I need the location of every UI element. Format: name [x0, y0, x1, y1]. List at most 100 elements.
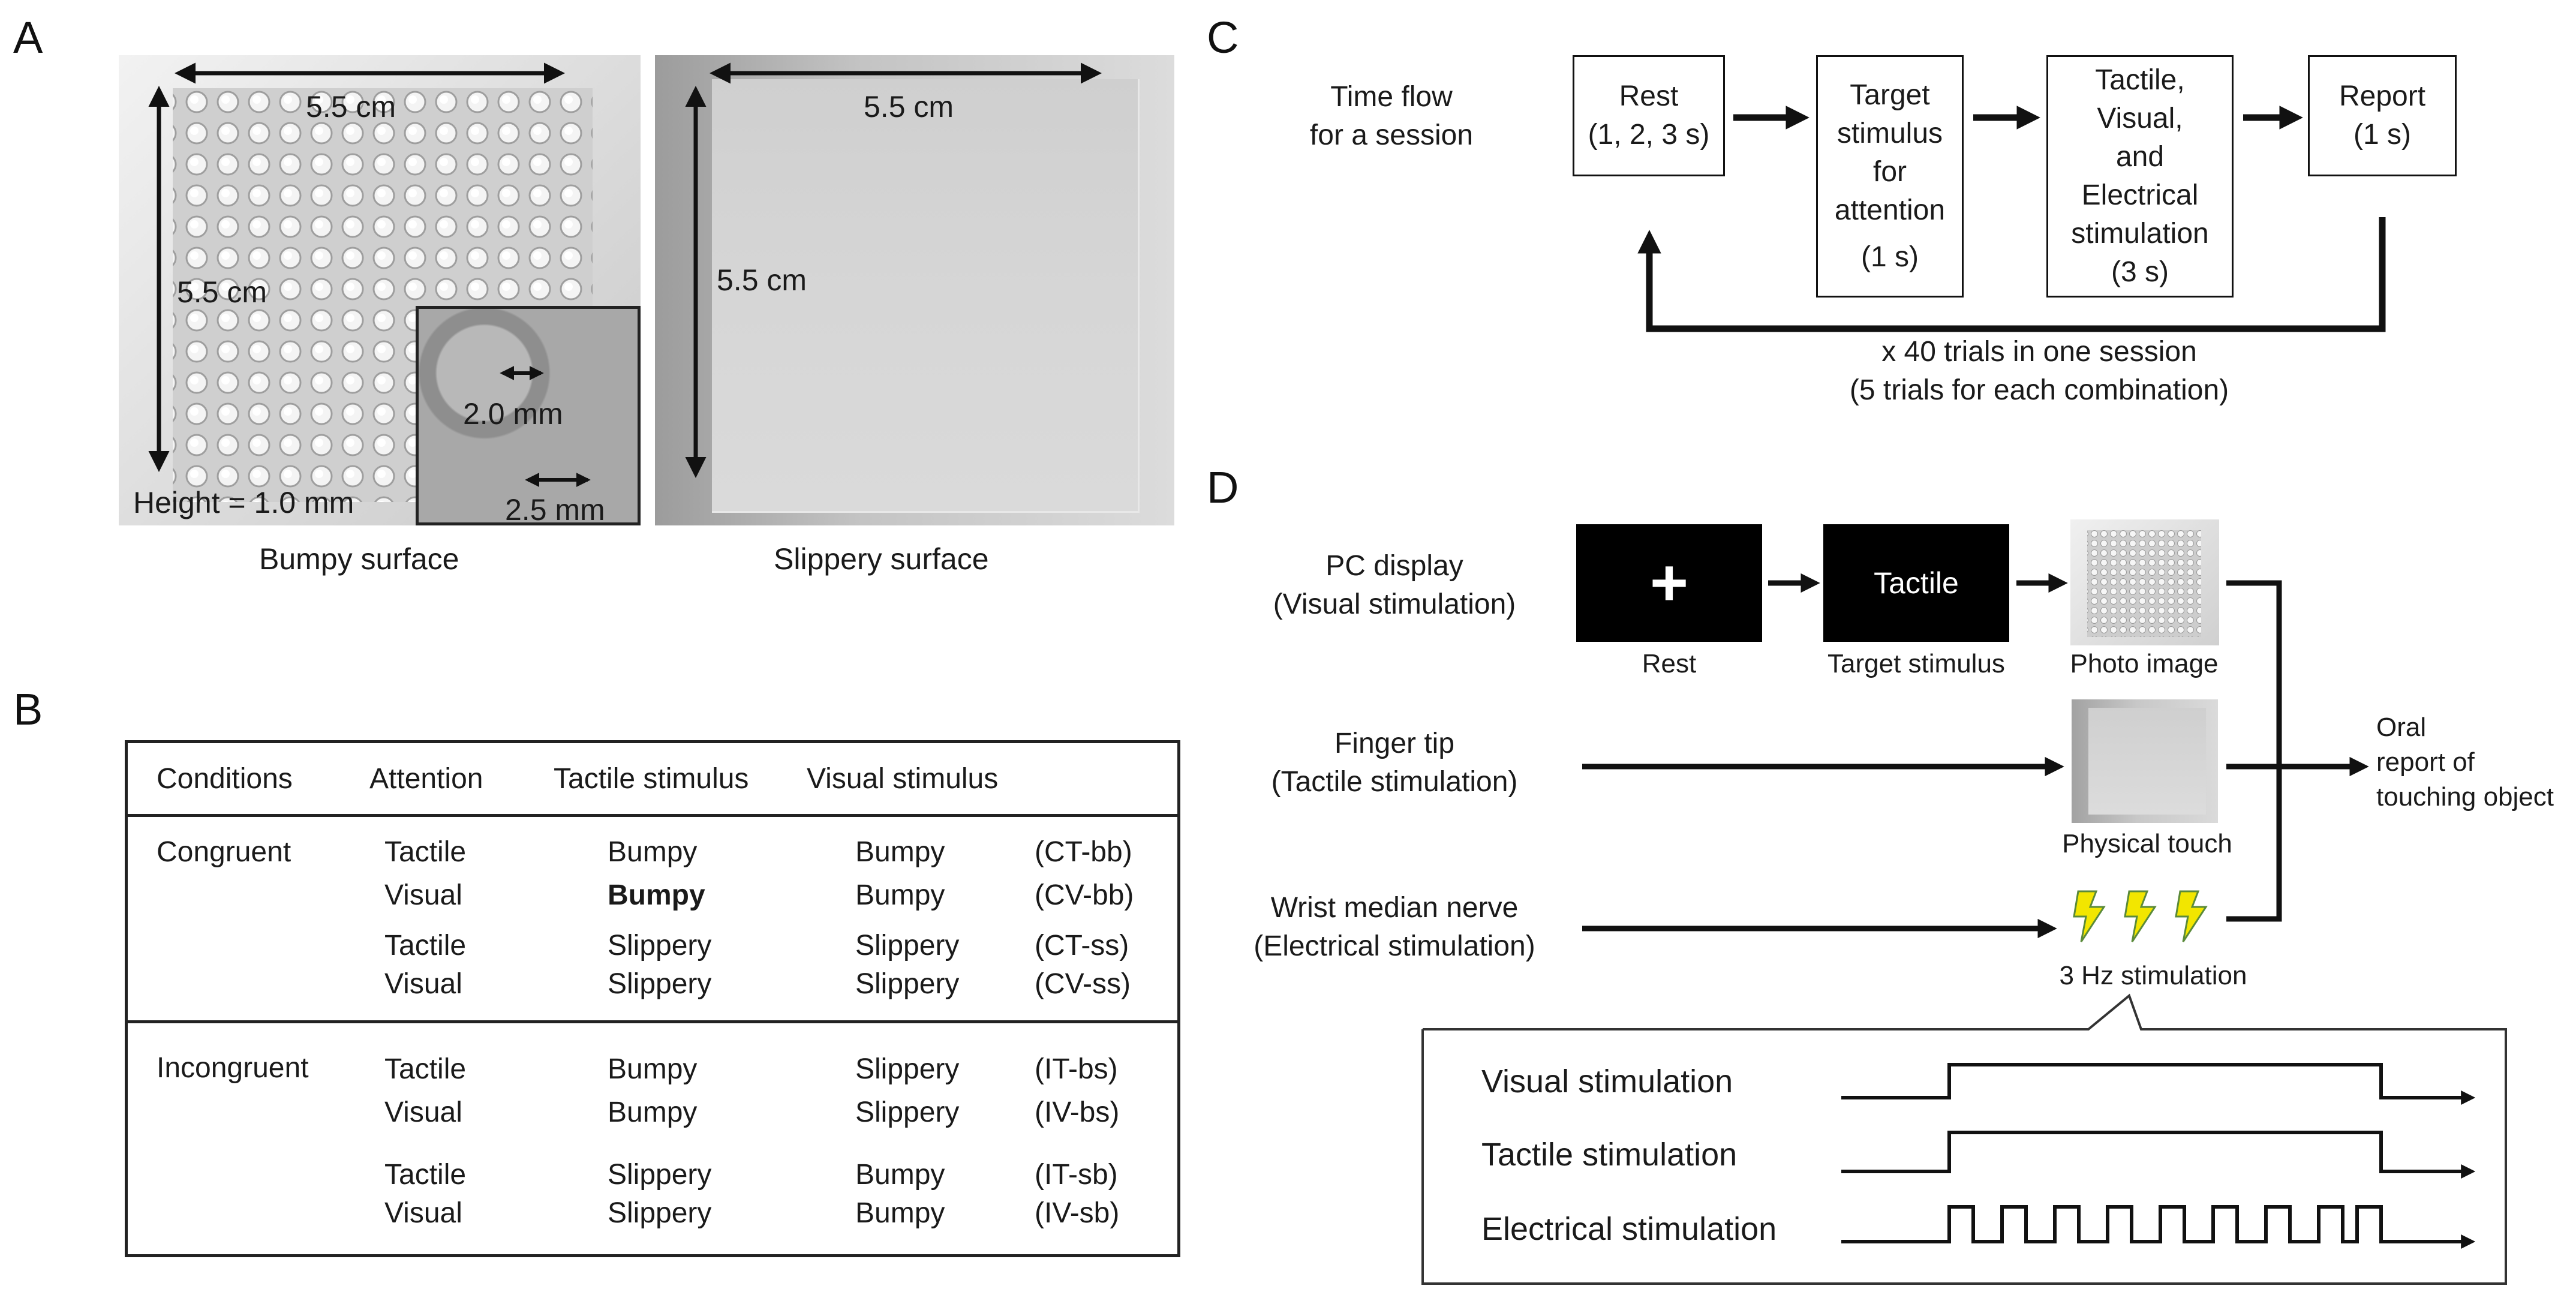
cell-visual: Slippery — [855, 1053, 960, 1085]
time-flow-line2: for a session — [1309, 119, 1474, 151]
rest-caption: Rest — [1642, 649, 1697, 678]
cell-attention: Visual — [384, 968, 462, 1000]
box-line: Tactile, — [2095, 64, 2185, 96]
stim-caption: 3 Hz stimulation — [2059, 961, 2247, 990]
inset-size-label: 2.5 mm — [505, 493, 605, 527]
box-line: (1 s) — [1861, 241, 1919, 273]
fixation-cross: + — [1649, 546, 1689, 620]
group-divider — [128, 1020, 1177, 1023]
box-line: Visual, — [2097, 103, 2183, 134]
time-flow-line1: Time flow — [1330, 81, 1453, 113]
cell-tactile: Slippery — [608, 968, 712, 1000]
group-incongruent: Incongruent — [157, 1052, 309, 1084]
pc-line2: (Visual stimulation) — [1273, 588, 1516, 620]
pc-display-label: PC display (Visual stimulation) — [1236, 547, 1553, 624]
panel-b-letter: B — [13, 684, 43, 734]
slippery-height-label: 5.5 cm — [717, 263, 807, 297]
rest-screen: + — [1576, 524, 1762, 642]
electrical-waveform — [1841, 1205, 2476, 1249]
panel-c-letter: C — [1207, 13, 1239, 62]
box-line: (1, 2, 3 s) — [1588, 119, 1710, 151]
cell-code: (CV-ss) — [1035, 968, 1131, 1000]
cell-tactile: Bumpy — [608, 1096, 698, 1128]
cell-attention: Visual — [384, 879, 462, 911]
cell-visual: Slippery — [855, 968, 960, 1000]
slippery-surface-photo — [655, 55, 1174, 525]
cell-attention: Visual — [384, 1197, 462, 1229]
cell-attention: Tactile — [384, 836, 467, 868]
conditions-table: Conditions Attention Tactile stimulus Vi… — [125, 740, 1180, 1257]
bumpy-height-label: 5.5 cm — [177, 275, 267, 309]
cell-code: (CT-ss) — [1035, 930, 1129, 962]
cell-tactile: Slippery — [608, 1197, 712, 1229]
wrist-nerve-label: Wrist median nerve (Electrical stimulati… — [1224, 889, 1565, 966]
panel-a-letter: A — [13, 13, 43, 62]
cell-visual: Slippery — [855, 930, 960, 962]
box-line: stimulus — [1836, 118, 1943, 149]
bolt-icon — [2175, 890, 2208, 942]
loop-line1: x 40 trials in one session — [1881, 336, 2197, 368]
cell-tactile: Slippery — [608, 930, 712, 962]
visual-waveform — [1841, 1063, 2476, 1105]
cell-code: (IV-bs) — [1035, 1096, 1120, 1128]
inset-spacing-label: 2.0 mm — [463, 397, 563, 431]
slippery-caption: Slippery surface — [774, 542, 989, 576]
box-line: stimulation — [2071, 218, 2209, 250]
cell-code: (IT-bs) — [1035, 1053, 1118, 1085]
box-line: Target — [1850, 79, 1930, 111]
photo-caption: Photo image — [2070, 649, 2219, 678]
timing-label-electrical: Electrical stimulation — [1481, 1211, 1777, 1247]
cell-code: (IV-sb) — [1035, 1197, 1120, 1229]
timing-label-visual: Visual stimulation — [1481, 1063, 1733, 1099]
panel-d-letter: D — [1207, 462, 1239, 512]
finger-line1: Finger tip — [1334, 728, 1455, 759]
oral-line1: Oral — [2376, 713, 2427, 742]
header-attention: Attention — [369, 763, 483, 795]
cell-tactile: Bumpy — [608, 1053, 698, 1085]
slippery-width-label: 5.5 cm — [864, 90, 954, 124]
target-screen: Tactile — [1823, 524, 2009, 642]
cell-visual: Slippery — [855, 1096, 960, 1128]
cell-code: (CV-bb) — [1035, 879, 1134, 911]
flow-box-report: Report (1 s) — [2308, 55, 2457, 176]
cell-visual: Bumpy — [855, 1159, 945, 1191]
header-visual-stimulus: Visual stimulus — [807, 763, 999, 795]
oral-line2: report of — [2376, 747, 2475, 777]
target-text: Tactile — [1874, 566, 1959, 600]
oral-line3: touching object — [2376, 782, 2554, 812]
cell-visual: Bumpy — [855, 879, 945, 911]
cell-attention: Tactile — [384, 930, 467, 962]
pc-line1: PC display — [1325, 550, 1463, 582]
physical-touch-image — [2072, 699, 2218, 823]
photo-image — [2070, 519, 2219, 645]
bumpy-caption: Bumpy surface — [259, 542, 459, 576]
cell-visual: Bumpy — [855, 1197, 945, 1229]
tactile-waveform — [1841, 1131, 2476, 1179]
loop-line2: (5 trials for each combination) — [1849, 374, 2229, 406]
box-line: Rest — [1619, 80, 1679, 112]
time-flow-label: Time flow for a session — [1284, 78, 1499, 155]
oral-report-label: Oral report of touching object — [2376, 710, 2554, 815]
box-line: attention — [1834, 194, 1946, 226]
cell-attention: Tactile — [384, 1053, 467, 1085]
group-congruent: Congruent — [157, 836, 291, 868]
header-conditions: Conditions — [157, 763, 293, 795]
cell-attention: Visual — [384, 1096, 462, 1128]
cell-tactile: Slippery — [608, 1159, 712, 1191]
finger-tip-label: Finger tip (Tactile stimulation) — [1236, 725, 1553, 801]
cell-code: (IT-sb) — [1035, 1159, 1118, 1191]
header-tactile-stimulus: Tactile stimulus — [554, 763, 749, 795]
wrist-line2: (Electrical stimulation) — [1254, 930, 1535, 962]
header-divider — [128, 814, 1177, 817]
box-line: Electrical — [2081, 179, 2199, 211]
bumpy-surface-photo — [119, 55, 641, 525]
cell-code: (CT-bb) — [1035, 836, 1132, 868]
flow-box-stimulation: Tactile, Visual, and Electrical stimulat… — [2046, 55, 2234, 298]
loop-label: x 40 trials in one session (5 trials for… — [1739, 333, 2339, 410]
box-line: and — [2115, 141, 2165, 173]
timing-label-tactile: Tactile stimulation — [1481, 1137, 1738, 1173]
wrist-line1: Wrist median nerve — [1270, 892, 1519, 924]
bolt-icon — [2073, 890, 2106, 942]
box-line: (1 s) — [2353, 119, 2411, 151]
bumpy-height-text: Height = 1.0 mm — [133, 486, 354, 519]
